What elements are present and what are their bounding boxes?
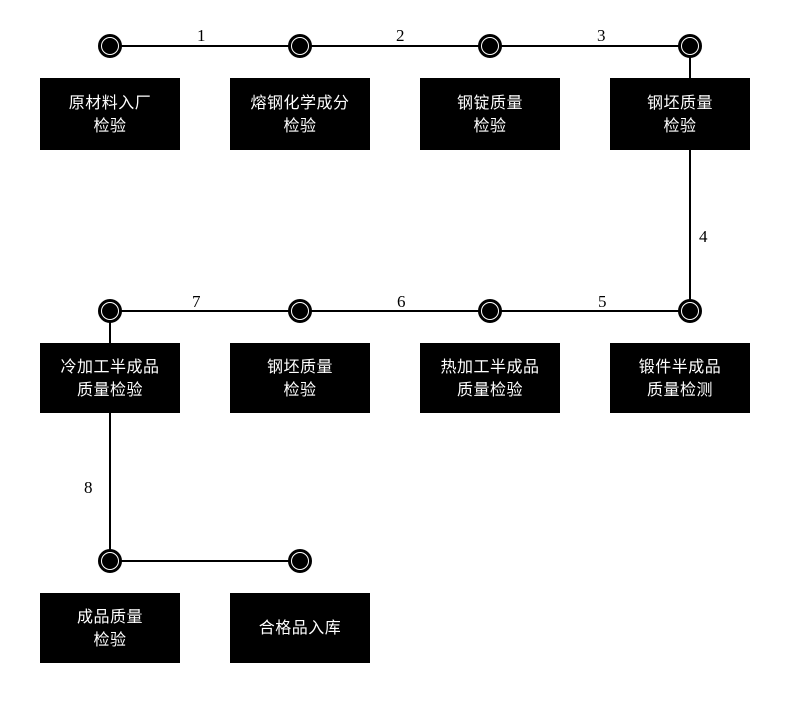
task-box-t7[interactable]: 热加工半成品 质量检验 <box>420 343 560 413</box>
task-box-t4[interactable]: 钢坯质量 检验 <box>610 78 750 150</box>
edge-e5 <box>490 310 690 312</box>
edge-e3 <box>490 45 690 47</box>
edge-e9 <box>110 560 300 562</box>
task-box-t9[interactable]: 成品质量 检验 <box>40 593 180 663</box>
task-box-t10[interactable]: 合格品入库 <box>230 593 370 663</box>
milestone-node-n8[interactable] <box>678 299 702 323</box>
edge-e4 <box>689 46 691 311</box>
edge-label-e1: 1 <box>197 26 206 45</box>
edge-e7 <box>110 310 300 312</box>
edge-label-e8: 8 <box>84 478 93 497</box>
milestone-node-n2[interactable] <box>288 34 312 58</box>
edge-label-e3: 3 <box>597 26 606 45</box>
milestone-node-n10[interactable] <box>288 549 312 573</box>
edge-e6 <box>300 310 490 312</box>
task-box-t8[interactable]: 锻件半成品 质量检测 <box>610 343 750 413</box>
milestone-node-n1[interactable] <box>98 34 122 58</box>
edge-label-e5: 5 <box>598 292 607 311</box>
milestone-node-n6[interactable] <box>288 299 312 323</box>
edge-e1 <box>110 45 300 47</box>
milestone-node-n3[interactable] <box>478 34 502 58</box>
task-box-t3[interactable]: 钢锭质量 检验 <box>420 78 560 150</box>
task-box-t1[interactable]: 原材料入厂 检验 <box>40 78 180 150</box>
edge-label-e4: 4 <box>699 227 708 246</box>
milestone-node-n5[interactable] <box>98 299 122 323</box>
edge-label-e6: 6 <box>397 292 406 311</box>
edge-e8 <box>109 311 111 561</box>
milestone-node-n7[interactable] <box>478 299 502 323</box>
edge-label-e2: 2 <box>396 26 405 45</box>
edge-label-e7: 7 <box>192 292 201 311</box>
task-box-t5[interactable]: 冷加工半成品 质量检验 <box>40 343 180 413</box>
task-box-t2[interactable]: 熔钢化学成分 检验 <box>230 78 370 150</box>
task-box-t6[interactable]: 钢坯质量 检验 <box>230 343 370 413</box>
edge-e2 <box>300 45 490 47</box>
milestone-node-n9[interactable] <box>98 549 122 573</box>
milestone-node-n4[interactable] <box>678 34 702 58</box>
